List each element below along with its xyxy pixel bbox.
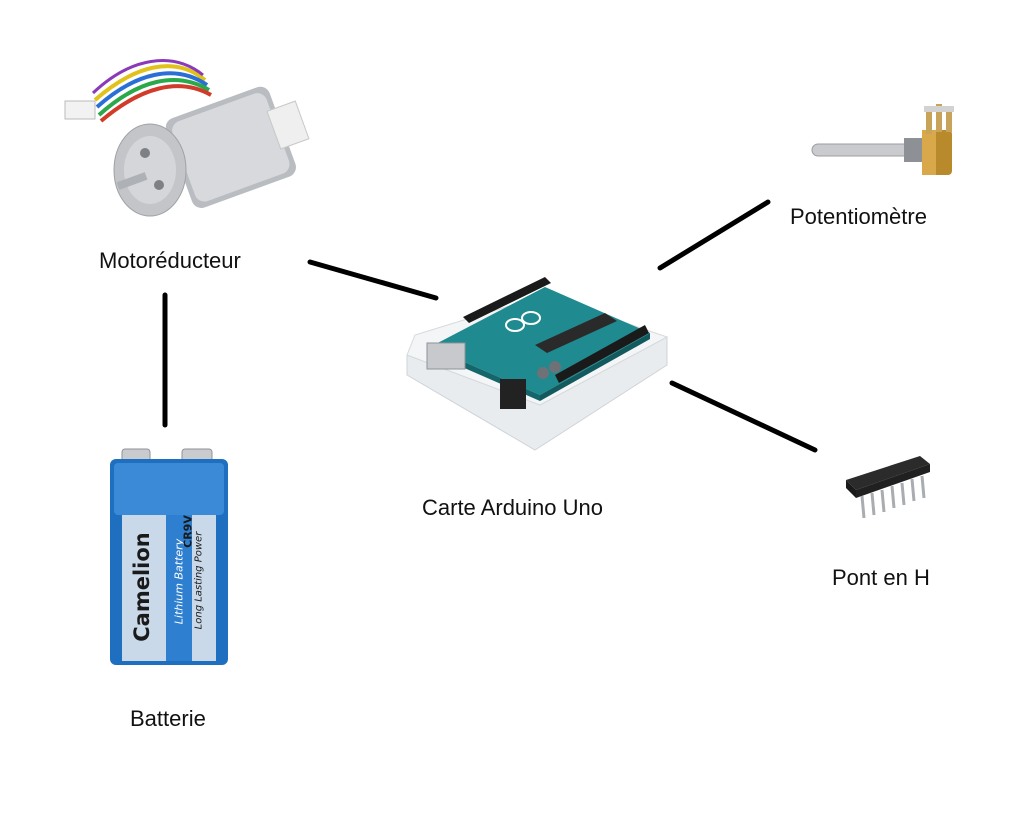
battery-label: Batterie [130, 706, 206, 731]
battery-brand: Camelion [130, 532, 154, 642]
potentiometer-label: Potentiomètre [790, 204, 927, 229]
battery-model: CR9V [181, 515, 195, 548]
battery-image: Camelion Lithium Battery Long Lasting Po… [108, 445, 230, 667]
arduino-label: Carte Arduino Uno [422, 495, 603, 520]
potentiometer-image [811, 104, 954, 175]
wire-motor-arduino [307, 259, 439, 301]
h-bridge-chip-image [846, 456, 930, 519]
motor-label: Motoréducteur [99, 248, 241, 273]
gear-motor-image [64, 59, 310, 217]
wire-arduino-hbridge [669, 380, 818, 453]
wire-arduino-potentiometer [657, 199, 771, 271]
arduino-uno-image [406, 277, 669, 451]
h-bridge-label: Pont en H [832, 565, 930, 590]
battery-tagline: Long Lasting Power [193, 531, 205, 630]
